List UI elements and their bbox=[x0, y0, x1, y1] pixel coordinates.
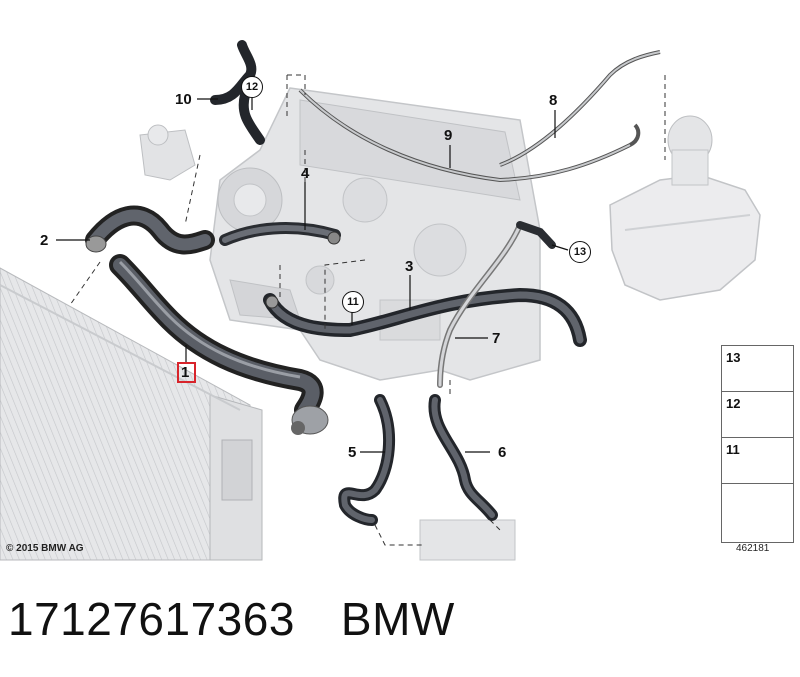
hose-4 bbox=[219, 222, 341, 246]
callout-leaders bbox=[56, 98, 569, 453]
hose-6 bbox=[428, 394, 498, 521]
expansion-tank bbox=[609, 115, 761, 301]
brand-name: BMW bbox=[340, 593, 455, 645]
fastener-legend: 13 12 11 bbox=[721, 345, 794, 543]
legend-row-13: 13 bbox=[722, 346, 793, 392]
auxiliary-pump bbox=[139, 124, 196, 181]
legend-row-arrow bbox=[722, 484, 793, 542]
reference-number: 462181 bbox=[736, 543, 770, 554]
copyright-text: © 2015 BMW AG bbox=[6, 543, 84, 554]
callout-13-circle: 13 bbox=[569, 241, 591, 263]
callout-11-circle: 11 bbox=[342, 291, 364, 313]
callout-3: 3 bbox=[405, 258, 414, 275]
callout-5: 5 bbox=[348, 444, 357, 461]
hose-10 bbox=[210, 40, 265, 145]
part-caption: 17127617363 BMW bbox=[8, 592, 455, 646]
callout-6: 6 bbox=[498, 444, 507, 461]
legend-label-12: 12 bbox=[726, 396, 741, 411]
callout-4: 4 bbox=[301, 165, 310, 182]
hose-2 bbox=[85, 205, 215, 255]
radiator bbox=[0, 267, 263, 561]
callout-12-circle: 12 bbox=[241, 76, 263, 98]
callout-8: 8 bbox=[549, 92, 558, 109]
highlighted-callout-box bbox=[177, 362, 196, 383]
legend-row-12: 12 bbox=[722, 392, 793, 438]
legend-label-11: 11 bbox=[726, 442, 740, 457]
dashed-leaders bbox=[69, 74, 666, 546]
callout-2: 2 bbox=[40, 232, 49, 249]
callout-10: 10 bbox=[175, 91, 192, 108]
pipes-8-9 bbox=[298, 50, 661, 183]
part-number: 17127617363 bbox=[8, 593, 295, 645]
radiator-hose-1 bbox=[109, 254, 329, 435]
callout-1: 1 bbox=[181, 364, 190, 381]
hose-3 bbox=[263, 287, 587, 347]
hose-5 bbox=[338, 394, 396, 526]
legend-row-11: 11 bbox=[722, 438, 793, 484]
pipe-7 bbox=[437, 221, 556, 388]
callout-7: 7 bbox=[492, 330, 501, 347]
legend-label-13: 13 bbox=[726, 350, 741, 365]
callout-9: 9 bbox=[444, 127, 453, 144]
lower-component bbox=[419, 519, 516, 561]
